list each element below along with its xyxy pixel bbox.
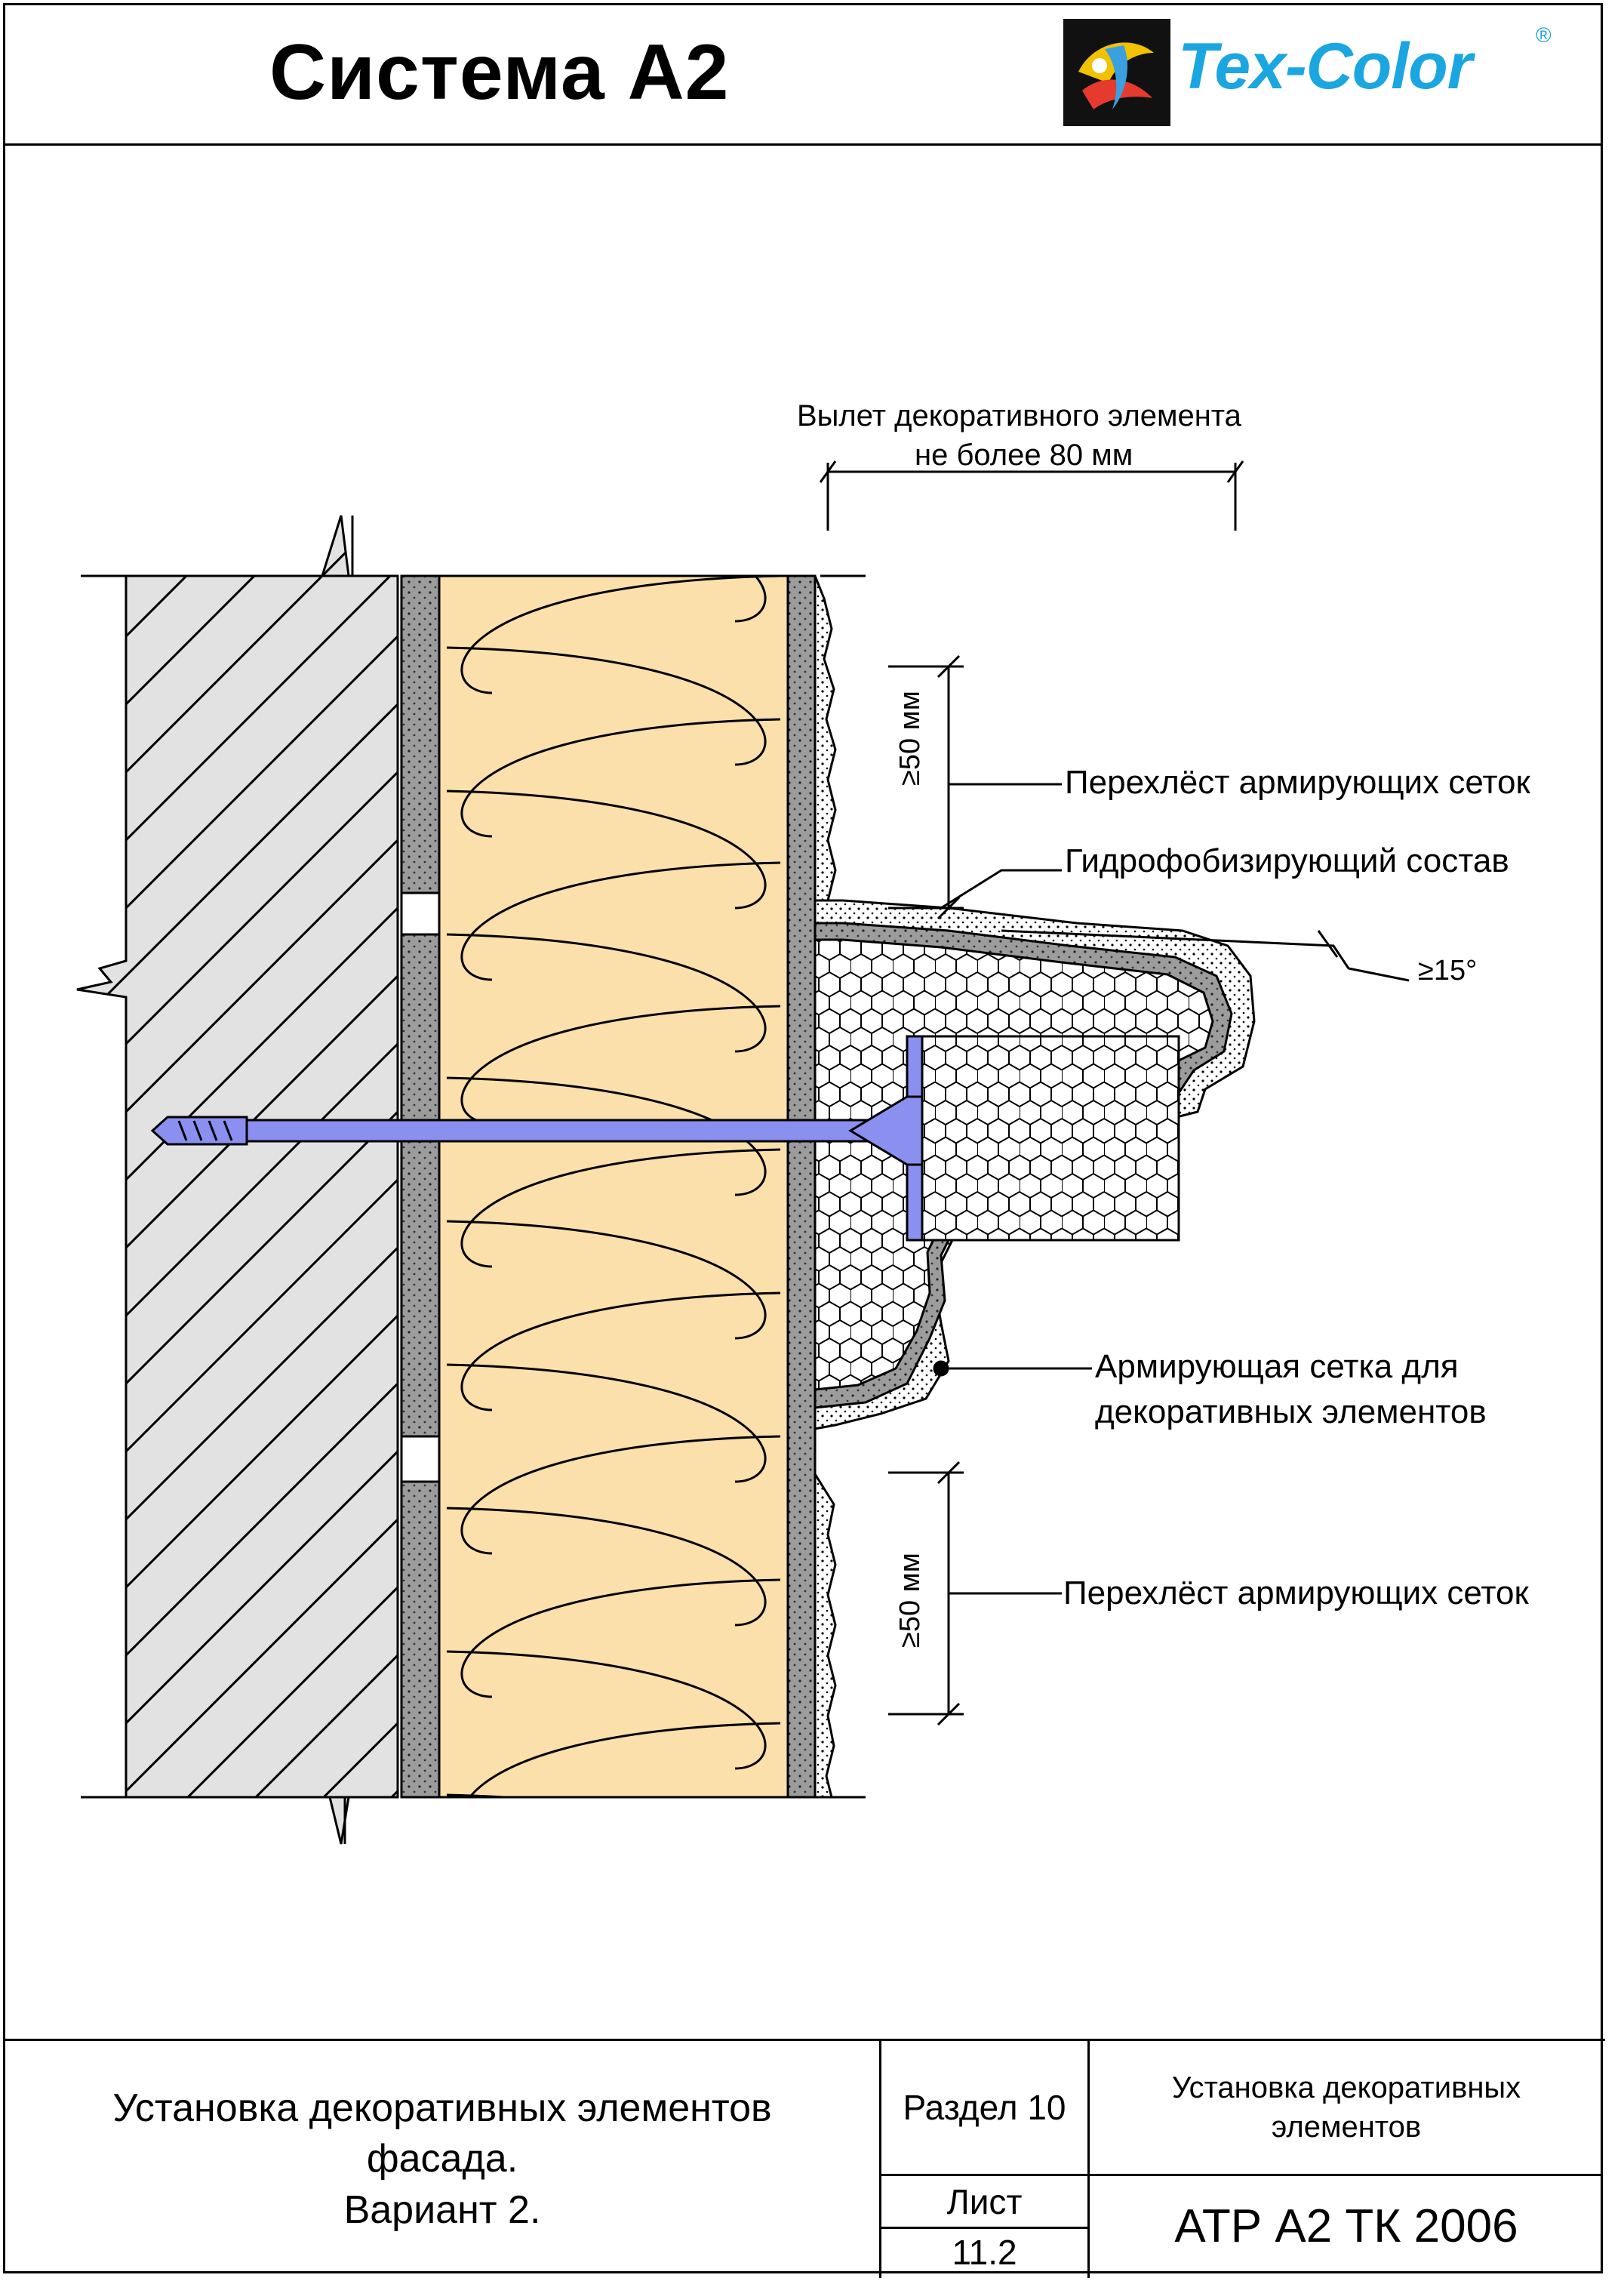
bottom-overlap-dim-text: ≥50 мм xyxy=(894,1553,926,1648)
decorative-element xyxy=(814,899,1256,1430)
brand-logo: Tex-Color ® xyxy=(1063,19,1554,131)
detail-svg xyxy=(76,460,1410,2039)
insulation-fiber-line xyxy=(446,576,781,766)
description-line2: фасада. xyxy=(366,2137,518,2181)
topic-line1: Установка декоративных xyxy=(1171,2071,1521,2104)
overhang-caption-line1: Вылет декоративного элемента xyxy=(797,399,1241,432)
masonry-wall xyxy=(76,515,399,1845)
insulation-fiber-line xyxy=(446,1291,781,1483)
topic-line2: элементов xyxy=(1271,2110,1422,2144)
insulation-fiber-line xyxy=(446,861,781,1053)
section-drawing: Вылет декоративного элемента не более 80… xyxy=(5,146,1605,2039)
insulation-fiber-line xyxy=(734,576,767,623)
logo-registered-mark: ® xyxy=(1536,23,1552,47)
insulation-fiber-line xyxy=(446,718,781,910)
title-block: Установка декоративных элементов фасада.… xyxy=(5,2039,1605,2278)
sheet-number: 11.2 xyxy=(952,2233,1017,2272)
adhesive-layer xyxy=(400,574,441,1799)
description-line1: Установка декоративных элементов xyxy=(112,2086,772,2130)
description-line3: Вариант 2. xyxy=(343,2187,541,2232)
document-code: АТР А2 ТК 2006 xyxy=(1174,2199,1518,2252)
logo-emblem-icon xyxy=(1063,19,1170,126)
drawing-sheet: Система А2 Tex-Color ® xyxy=(3,3,1605,2278)
label-mesh-line1: Армирующая сетка для xyxy=(1095,1348,1459,1385)
label-overlap-top: Перехлёст армирующих сеток xyxy=(1065,764,1530,801)
insulation-fiber-line xyxy=(446,1722,781,1797)
bottom-overlap-dimension xyxy=(888,1360,1092,1726)
section-number: Раздел 10 xyxy=(903,2088,1066,2127)
insulation-fiber-line xyxy=(446,1148,781,1340)
sheet-label: Лист xyxy=(946,2181,1023,2221)
insulation-fiber-line xyxy=(446,1578,781,1770)
label-overlap-bottom: Перехлёст армирующих сеток xyxy=(1063,1575,1529,1611)
overhang-caption-line2: не более 80 мм xyxy=(915,439,1133,472)
insulation-fiber-line xyxy=(446,1435,781,1627)
overhang-dimension xyxy=(819,460,1244,531)
top-overlap-dimension xyxy=(888,654,1410,982)
render-layer xyxy=(786,574,866,1799)
top-overlap-dim-text: ≥50 мм xyxy=(894,691,926,786)
logo-wordmark: Tex-Color xyxy=(1178,30,1472,103)
label-slope-angle: ≥15° xyxy=(1418,955,1478,987)
label-hydrophobic-compound: Гидрофобизирующий состав xyxy=(1065,842,1509,879)
anchor-dowel xyxy=(150,1095,924,1166)
header: Система А2 Tex-Color ® xyxy=(5,5,1601,146)
topic: Установка декоративных элементов xyxy=(1090,2041,1603,2174)
page-title: Система А2 xyxy=(269,29,730,116)
drawing-description: Установка декоративных элементов фасада.… xyxy=(5,2041,879,2278)
insulation-fiber-line xyxy=(447,1867,780,2039)
insulation-board xyxy=(438,574,789,2039)
label-mesh-line2: декоративных элементов xyxy=(1095,1393,1487,1430)
